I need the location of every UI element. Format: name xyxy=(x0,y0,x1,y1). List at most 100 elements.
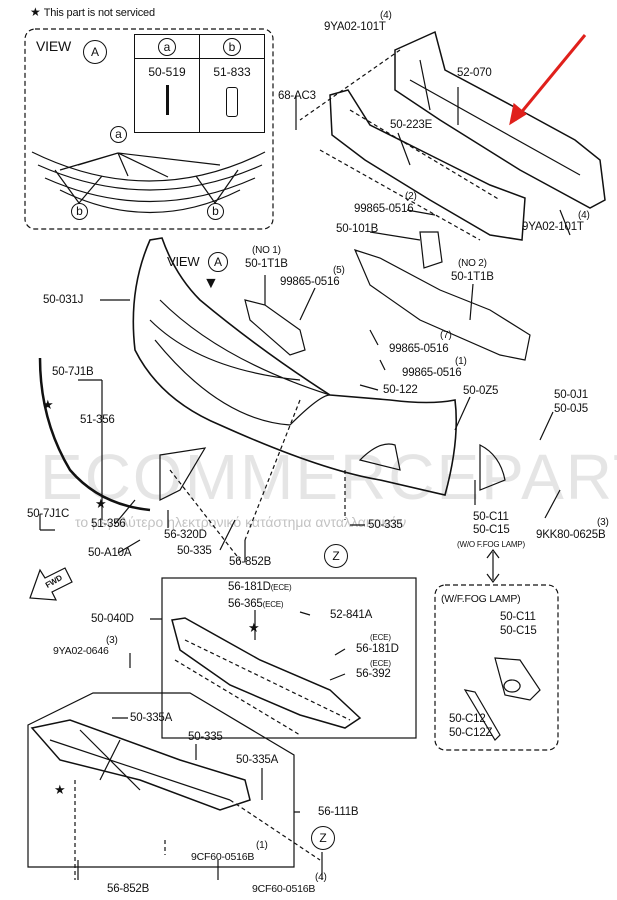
qty-9cf60-0516b-a: (1) xyxy=(256,840,268,851)
label-56-852b-b: 56-852B xyxy=(107,883,150,895)
label-no2: (NO 2) xyxy=(458,258,487,269)
label-50-0j5: 50-0J5 xyxy=(554,403,588,415)
label-wo-fog-lamp: (W/O F.FOG LAMP) xyxy=(457,540,525,549)
rivet-icon xyxy=(165,85,169,115)
qty-9kk80-0625b: (3) xyxy=(597,517,609,528)
reinforcement-bar xyxy=(394,30,606,209)
label-50-335-a: 50-335 xyxy=(177,545,212,557)
grille-no1 xyxy=(244,299,306,356)
qty-99865-0516-b: (5) xyxy=(333,265,345,276)
label-9cf60-0516b-b: 9CF60-0516B xyxy=(252,883,316,895)
label-50-c15-b: 50-C15 xyxy=(500,625,537,637)
label-50-0z5: 50-0Z5 xyxy=(463,385,499,397)
star-icon: ★ xyxy=(248,620,260,635)
label-50-122: 50-122 xyxy=(383,384,418,396)
label-51-356-b: 51-356 xyxy=(91,518,126,530)
label-52-841a: 52-841A xyxy=(330,609,373,621)
qty-9ya02-0646: (3) xyxy=(106,635,118,646)
label-50-1t1b-no1: 50-1T1B xyxy=(245,258,288,270)
label-99865-0516-a: 99865-0516 xyxy=(354,203,414,215)
label-50-1t1b-no2: 50-1T1B xyxy=(451,271,494,283)
label-9ya02-101t-bottom: 9YA02-101T xyxy=(522,221,584,233)
star-icon: ★ xyxy=(54,782,66,797)
label-9ya02-101t-top: 9YA02-101T xyxy=(324,21,386,33)
view-a-main-title: VIEW xyxy=(167,254,200,269)
label-50-7j1b: 50-7J1B xyxy=(52,366,94,378)
fog-variant-arrow xyxy=(486,549,500,583)
qty-99865-0516-c: (7) xyxy=(440,330,452,341)
label-50-c11-a: 50-C11 xyxy=(473,511,509,523)
view-direction-arrow-icon: ▼ xyxy=(203,275,219,292)
label-50-a10a: 50-A10A xyxy=(88,547,132,559)
zone-z-marker-a: Z xyxy=(324,544,348,568)
label-56-111b: 56-111B xyxy=(318,806,359,818)
star-icon: ★ xyxy=(30,5,41,19)
label-9kk80-0625b: 9KK80-0625B xyxy=(536,529,606,541)
qty-9ya02-101t-top: (4) xyxy=(380,10,392,21)
ece-56-392: (ECE) xyxy=(370,659,391,668)
star-icon: ★ xyxy=(95,496,107,511)
watermark-brand: ECOMMERCEPARTS.gr xyxy=(40,441,617,513)
ece-56-181d-b: (ECE) xyxy=(370,633,391,642)
air-deflector xyxy=(171,617,362,729)
qty-99865-0516-a: (2) xyxy=(405,191,417,202)
not-serviced-legend: ★ This part is not serviced xyxy=(30,6,155,20)
qty-9cf60-0516b-b: (4) xyxy=(315,872,327,883)
label-50-7j1c: 50-7J1C xyxy=(27,508,70,520)
label-50-c11-b: 50-C11 xyxy=(500,611,536,623)
clip-icon xyxy=(226,87,238,117)
label-9cf60-0516b-a: 9CF60-0516B xyxy=(191,851,255,863)
table-header-a: a xyxy=(134,34,200,59)
table-cell-clip: 51-833 xyxy=(199,58,265,133)
label-56-181d-b: 56-181D xyxy=(356,643,399,655)
label-wf-fog-lamp: (W/F.FOG LAMP) xyxy=(441,593,521,605)
label-56-181d-a: 56-181D(ECE) xyxy=(228,581,292,593)
zone-z-marker-b: Z xyxy=(311,826,335,850)
fog-garnish xyxy=(463,689,501,741)
marker-a: a xyxy=(110,126,127,143)
label-56-852b-a: 56-852B xyxy=(229,556,272,568)
qty-9ya02-101t-bottom: (4) xyxy=(578,210,590,221)
label-50-335a-a: 50-335A xyxy=(130,712,173,724)
label-50-223e: 50-223E xyxy=(390,119,433,131)
label-56-320d: 56-320D xyxy=(164,529,207,541)
label-50-040d: 50-040D xyxy=(91,613,134,625)
label-50-0j1: 50-0J1 xyxy=(554,389,588,401)
label-56-392: 56-392 xyxy=(356,668,391,680)
marker-b-right: b xyxy=(207,203,224,220)
fastener-table: a b 50-519 51-833 xyxy=(134,34,265,133)
marker-b-left: b xyxy=(71,203,88,220)
label-50-335a-b: 50-335A xyxy=(236,754,279,766)
grille-no2 xyxy=(353,249,531,361)
table-cell-rivet: 50-519 xyxy=(134,58,200,133)
label-9ya02-0646: 9YA02-0646 xyxy=(53,645,109,657)
view-a-circle: A xyxy=(83,40,107,64)
watermark-tagline: το μεγαλύτερο ηλεκτρονικό κατάστημα αντα… xyxy=(75,514,407,530)
label-50-101b: 50-101B xyxy=(336,223,379,235)
view-a-bumper-sketch xyxy=(31,151,266,214)
label-52-070: 52-070 xyxy=(457,67,492,79)
label-no1: (NO 1) xyxy=(252,245,281,256)
star-icon: ★ xyxy=(42,397,54,412)
label-51-356-a: 51-356 xyxy=(80,414,115,426)
table-header-b: b xyxy=(199,34,265,59)
fwd-arrow xyxy=(29,567,73,601)
label-50-c12: 50-C12 xyxy=(449,713,486,725)
label-56-365: 56-365(ECE) xyxy=(228,598,284,610)
bumper-cover xyxy=(132,237,458,496)
label-50-c15-a: 50-C15 xyxy=(473,524,510,536)
label-50-c12z: 50-C12Z xyxy=(449,727,493,739)
qty-99865-0516-d: (1) xyxy=(455,356,467,367)
view-a-main-circle: A xyxy=(208,252,228,272)
view-a-title: VIEW xyxy=(36,38,71,54)
label-68-ac3: 68-AC3 xyxy=(278,90,316,102)
label-50-335-c: 50-335 xyxy=(188,731,223,743)
view-a-box xyxy=(24,28,274,230)
under-cover xyxy=(30,719,251,811)
label-99865-0516-c: 99865-0516 xyxy=(389,343,449,355)
label-99865-0516-d: 99865-0516 xyxy=(402,367,462,379)
label-99865-0516-b: 99865-0516 xyxy=(280,276,340,288)
bracket-50-101b xyxy=(419,231,443,269)
